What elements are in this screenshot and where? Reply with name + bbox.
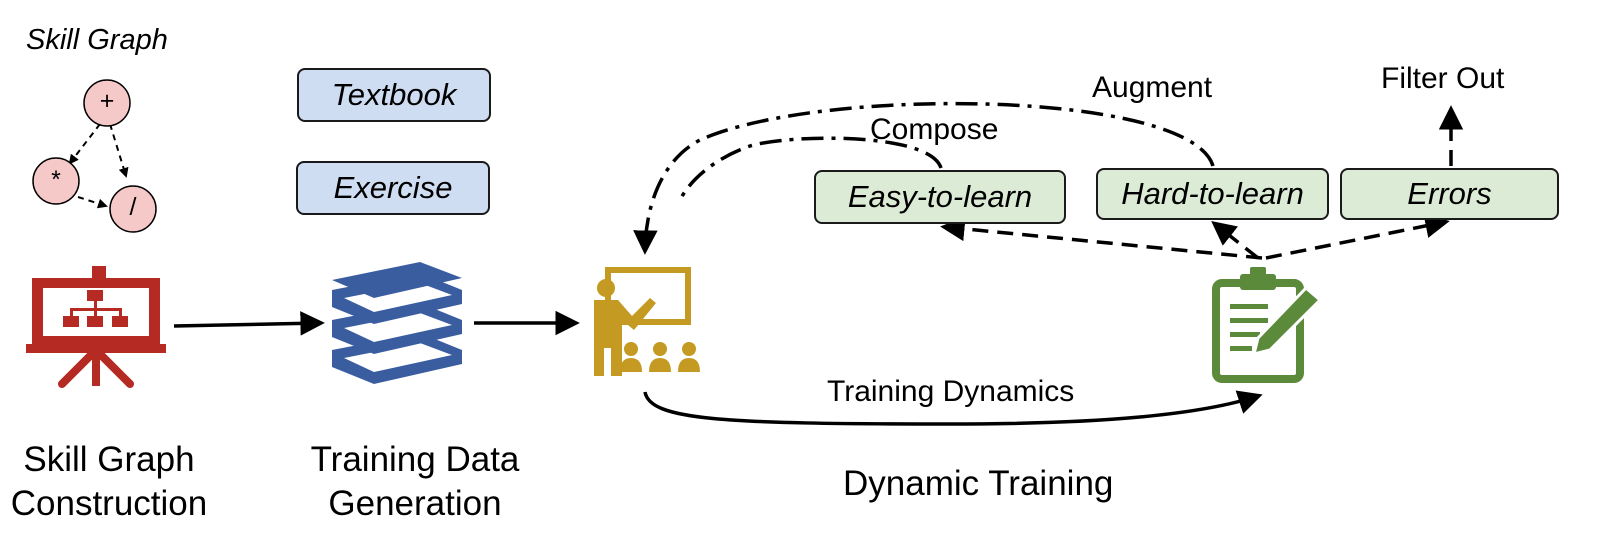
- skill-graph-title: Skill Graph: [26, 24, 168, 56]
- arrow-to-hard: [1211, 220, 1260, 260]
- stage-skill-graph-construction-line2: Construction: [10, 484, 208, 524]
- augment-label: Augment: [1092, 71, 1213, 104]
- stage-training-data-generation-line2: Generation: [328, 484, 502, 524]
- arrow-compose: [678, 136, 943, 201]
- edge-plus-to-divide: [109, 123, 129, 178]
- arrow-to-easy: [940, 216, 1263, 260]
- filter-out-label: Filter Out: [1381, 62, 1505, 95]
- node-divide-circle: [109, 185, 157, 233]
- hard-to-learn-label: Hard-to-learn: [1121, 176, 1304, 211]
- stage-training-data-generation: Training Data Generation: [300, 440, 530, 525]
- stage-skill-graph-construction: Skill Graph Construction: [0, 440, 218, 525]
- books-icon: [332, 262, 462, 384]
- clipboard-icon: [1212, 267, 1323, 383]
- compose-label: Compose: [870, 113, 999, 146]
- textbook-box: Textbook: [297, 68, 491, 122]
- node-times-label: *: [51, 166, 61, 194]
- skill-graph-node-shapes: [32, 79, 157, 233]
- stage-skill-graph-construction-line1: Skill Graph: [23, 440, 195, 479]
- node-times-circle: [32, 157, 80, 205]
- arrow-training-dynamics: [643, 390, 1263, 426]
- teacher-icon: [594, 267, 700, 376]
- feedback-arrows: [633, 101, 1215, 255]
- node-divide-label: /: [129, 193, 137, 221]
- stage-dynamic-training: Dynamic Training: [843, 464, 1114, 503]
- arrow-construction-to-generation: [173, 311, 325, 336]
- presentation-board-icon: [26, 266, 166, 388]
- textbook-label: Textbook: [331, 77, 457, 112]
- outcome-arrows: [940, 105, 1464, 260]
- node-plus-circle: [83, 79, 131, 127]
- skill-graph-edges: [68, 123, 129, 209]
- exercise-box: Exercise: [296, 161, 490, 215]
- arrow-augment: [633, 101, 1215, 255]
- edge-plus-to-times: [68, 123, 101, 165]
- easy-to-learn-label: Easy-to-learn: [847, 179, 1033, 214]
- hard-to-learn-box: Hard-to-learn: [1096, 168, 1329, 220]
- exercise-label: Exercise: [333, 170, 453, 205]
- errors-label: Errors: [1407, 176, 1492, 211]
- easy-to-learn-box: Easy-to-learn: [814, 170, 1066, 224]
- edge-times-to-divide: [77, 196, 108, 209]
- node-plus-label: +: [99, 87, 115, 115]
- stage-training-data-generation-line1: Training Data: [310, 440, 520, 479]
- training-dynamics-label: Training Dynamics: [827, 375, 1075, 408]
- arrow-to-errors: [1265, 213, 1450, 260]
- errors-box: Errors: [1340, 168, 1559, 220]
- flow-arrows: [173, 310, 1263, 426]
